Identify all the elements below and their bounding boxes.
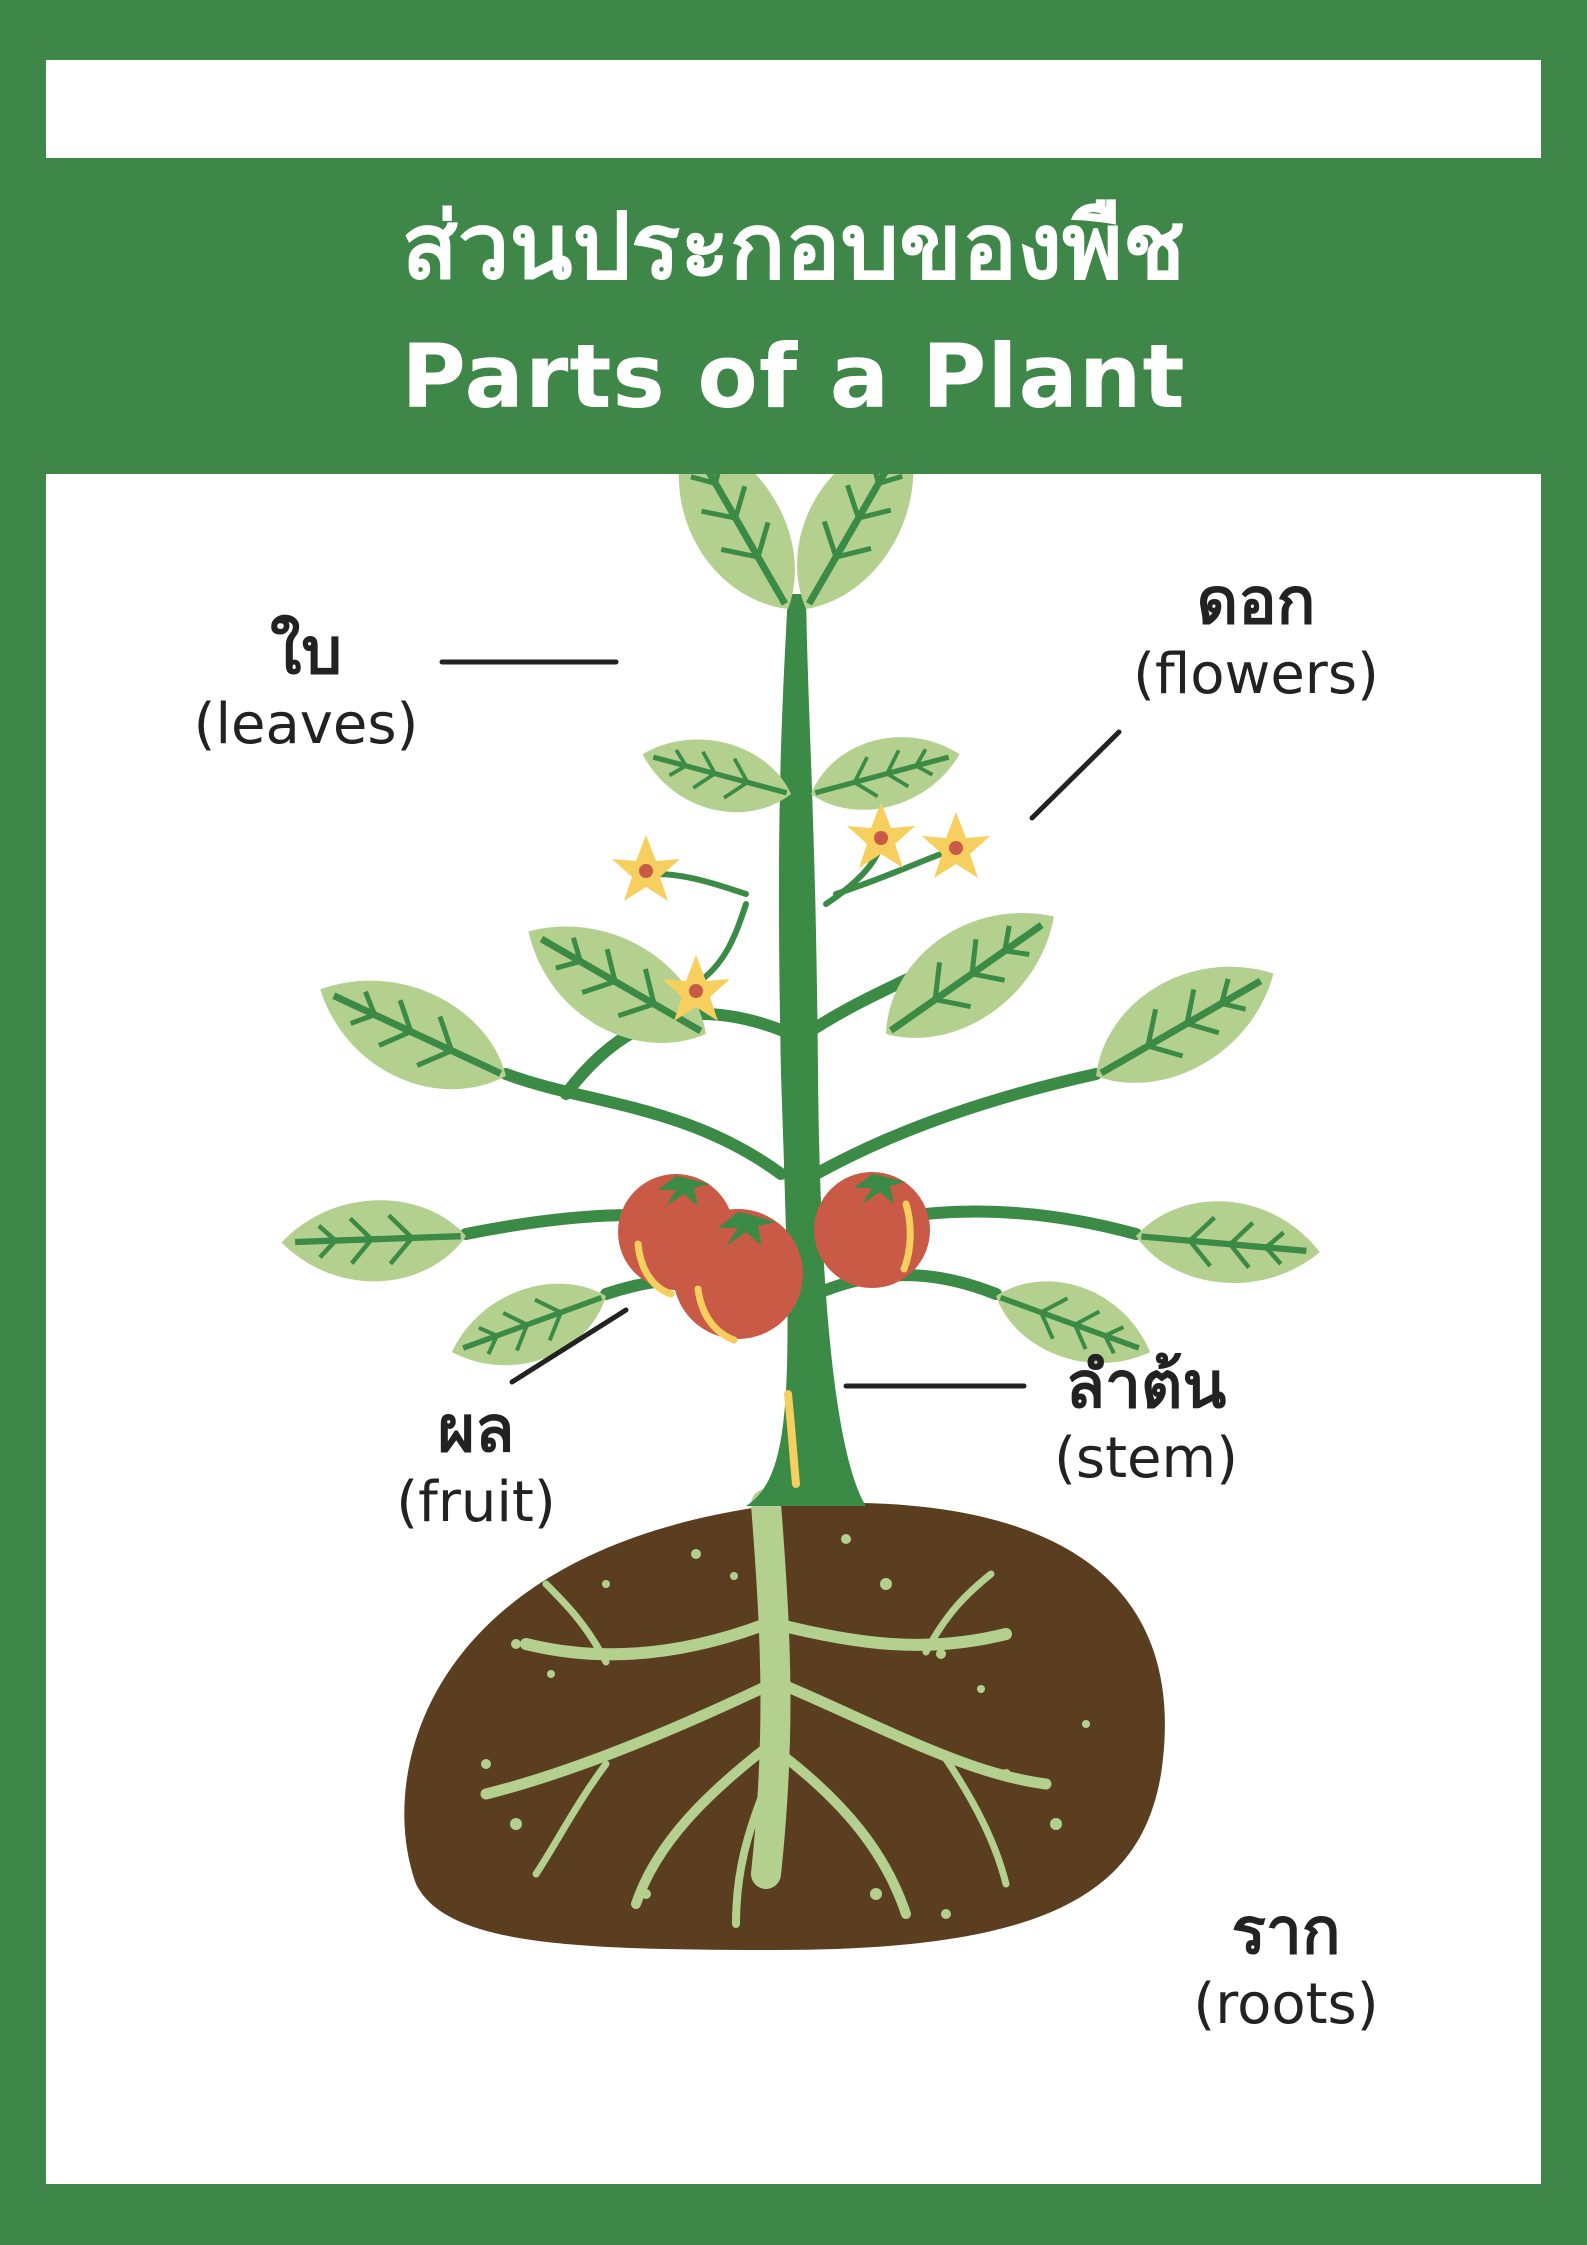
diagram-panel: ใบ (leaves) ดอก (flowers) ผล (fruit) ลำต… xyxy=(46,474,1541,2184)
leaf-right-2 xyxy=(1133,1194,1324,1291)
label-stem: ลำต้น (stem) xyxy=(1006,1348,1286,1492)
tomato-right xyxy=(814,1172,930,1288)
flower-4 xyxy=(922,812,990,878)
label-flowers-english: (flowers) xyxy=(1133,641,1379,707)
leader-line-flowers xyxy=(1029,729,1122,821)
label-stem-english: (stem) xyxy=(1054,1425,1238,1491)
leaf-left-1 xyxy=(300,950,524,1118)
leaf-upper-left xyxy=(633,723,799,828)
label-roots: ราก (roots) xyxy=(1146,1894,1426,2038)
label-stem-thai: ลำต้น xyxy=(1065,1349,1227,1423)
top-white-strip xyxy=(46,60,1541,158)
leader-line-fruit xyxy=(509,1307,629,1385)
label-leaves-english: (leaves) xyxy=(193,691,419,757)
label-flowers: ดอก (flowers) xyxy=(1066,564,1446,708)
label-fruit-english: (fruit) xyxy=(396,1469,556,1535)
leaf-left-2 xyxy=(280,1197,467,1284)
label-fruit-thai: ผล xyxy=(437,1393,515,1467)
label-roots-thai: ราก xyxy=(1231,1895,1341,1969)
title-banner: ส่วนประกอบของพืช Parts of a Plant xyxy=(0,158,1587,474)
label-roots-english: (roots) xyxy=(1193,1971,1379,2037)
title-thai: ส่วนประกอบของพืช xyxy=(401,193,1186,300)
tomato-center xyxy=(673,1209,803,1344)
label-leaves: ใบ (leaves) xyxy=(176,614,436,758)
leaf-mid-right xyxy=(859,878,1079,1069)
main-stem xyxy=(746,594,866,1506)
plant-diagram xyxy=(46,474,1541,1950)
label-flowers-thai: ดอก xyxy=(1196,565,1316,639)
leaf-right-1 xyxy=(1073,933,1296,1113)
leaf-upper-right xyxy=(802,720,968,825)
roots xyxy=(480,1489,1052,1928)
flower-3 xyxy=(847,802,915,868)
label-leaves-thai: ใบ xyxy=(270,615,342,689)
title-english: Parts of a Plant xyxy=(401,325,1186,428)
label-fruit: ผล (fruit) xyxy=(346,1392,606,1536)
flower-1 xyxy=(612,835,680,901)
